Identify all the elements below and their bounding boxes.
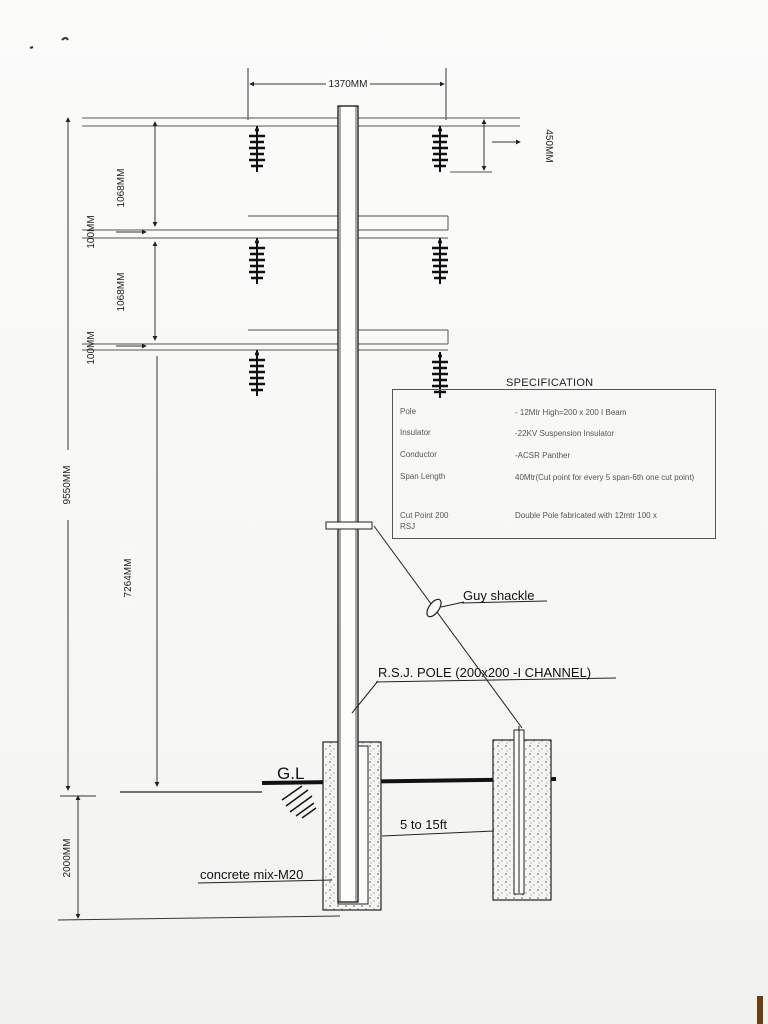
- spec-value: 40Mtr(Cut point for every 5 span-6th one…: [515, 473, 695, 482]
- to-ground-label: 7264MM: [123, 559, 134, 598]
- spec-key: Pole: [400, 407, 417, 416]
- spec-value: -22KV Suspension Insulator: [515, 429, 615, 438]
- embedment-label: 2000MM: [62, 839, 73, 878]
- suspension-insulator-icon: [249, 126, 265, 172]
- suspension-insulator-icon: [432, 126, 448, 172]
- crossarm-span-dimension: 1370MM: [247, 68, 447, 120]
- total-height-label: 9550MM: [62, 466, 73, 505]
- guy-shackle-label: Guy shackle: [463, 588, 535, 603]
- spec-key: Cut Point 200 RSJ: [400, 511, 449, 531]
- ground-level-label: G.L: [277, 764, 304, 783]
- guy-shackle-icon: [426, 598, 442, 618]
- arm-spacing-2-label: 1068MM: [116, 273, 127, 312]
- pole-callout: R.S.J. POLE (200x200 -I CHANNEL): [351, 665, 617, 714]
- guy-distance-label: 5 to 15ft: [400, 817, 447, 832]
- spec-value: Double Pole fabricated with 12mtr 100 x: [515, 511, 657, 520]
- guy-distance-callout: 5 to 15ft: [381, 817, 495, 837]
- insulator-offset-dimension: 450MM: [450, 117, 554, 173]
- crossarm-middle: [82, 215, 449, 239]
- specification-title: SPECIFICATION: [502, 377, 598, 389]
- arm-spacing-1-label: 1068MM: [116, 169, 127, 208]
- guy-shackle-callout: Guy shackle: [440, 588, 548, 608]
- rsj-pole: [337, 105, 359, 903]
- spec-key: Conductor: [400, 450, 437, 459]
- guy-wire: [325, 521, 523, 729]
- sheet-edge: [757, 996, 763, 1024]
- stray-mark: [29, 46, 34, 49]
- to-ground-dimension: 7264MM: [120, 356, 160, 787]
- ground-hatch-icon: [281, 785, 317, 819]
- suspension-insulator-icon: [432, 238, 448, 284]
- concrete-callout: concrete mix-M20: [197, 867, 333, 884]
- gap-2-label: 100MM: [86, 331, 97, 364]
- spec-value: -ACSR Panther: [515, 451, 571, 460]
- crossarm-top: [82, 117, 520, 127]
- suspension-insulator-icon: [249, 350, 265, 396]
- total-height-dimension: 9550MM: [58, 117, 74, 791]
- arm-spacing-dimensions: 1068MM 1068MM 100MM 100MM: [86, 121, 158, 365]
- concrete-label: concrete mix-M20: [200, 867, 303, 882]
- pole-label: R.S.J. POLE (200x200 -I CHANNEL): [378, 665, 591, 680]
- spec-value: - 12Mtr High=200 x 200 I Beam: [515, 408, 627, 417]
- suspension-insulator-icon: [432, 352, 448, 398]
- guy-foundation: [492, 726, 552, 901]
- stray-mark: [61, 37, 69, 41]
- spec-key: Span Length: [400, 472, 446, 481]
- insulator-offset-label: 450MM: [543, 129, 554, 162]
- spec-key: Insulator: [400, 428, 431, 437]
- suspension-insulator-icon: [249, 238, 265, 284]
- crossarm-bottom: [82, 329, 449, 351]
- embedment-dimension: 2000MM: [57, 795, 341, 921]
- specification-table: [392, 389, 716, 539]
- crossarm-span-label: 1370MM: [329, 79, 368, 90]
- gap-1-label: 100MM: [86, 215, 97, 248]
